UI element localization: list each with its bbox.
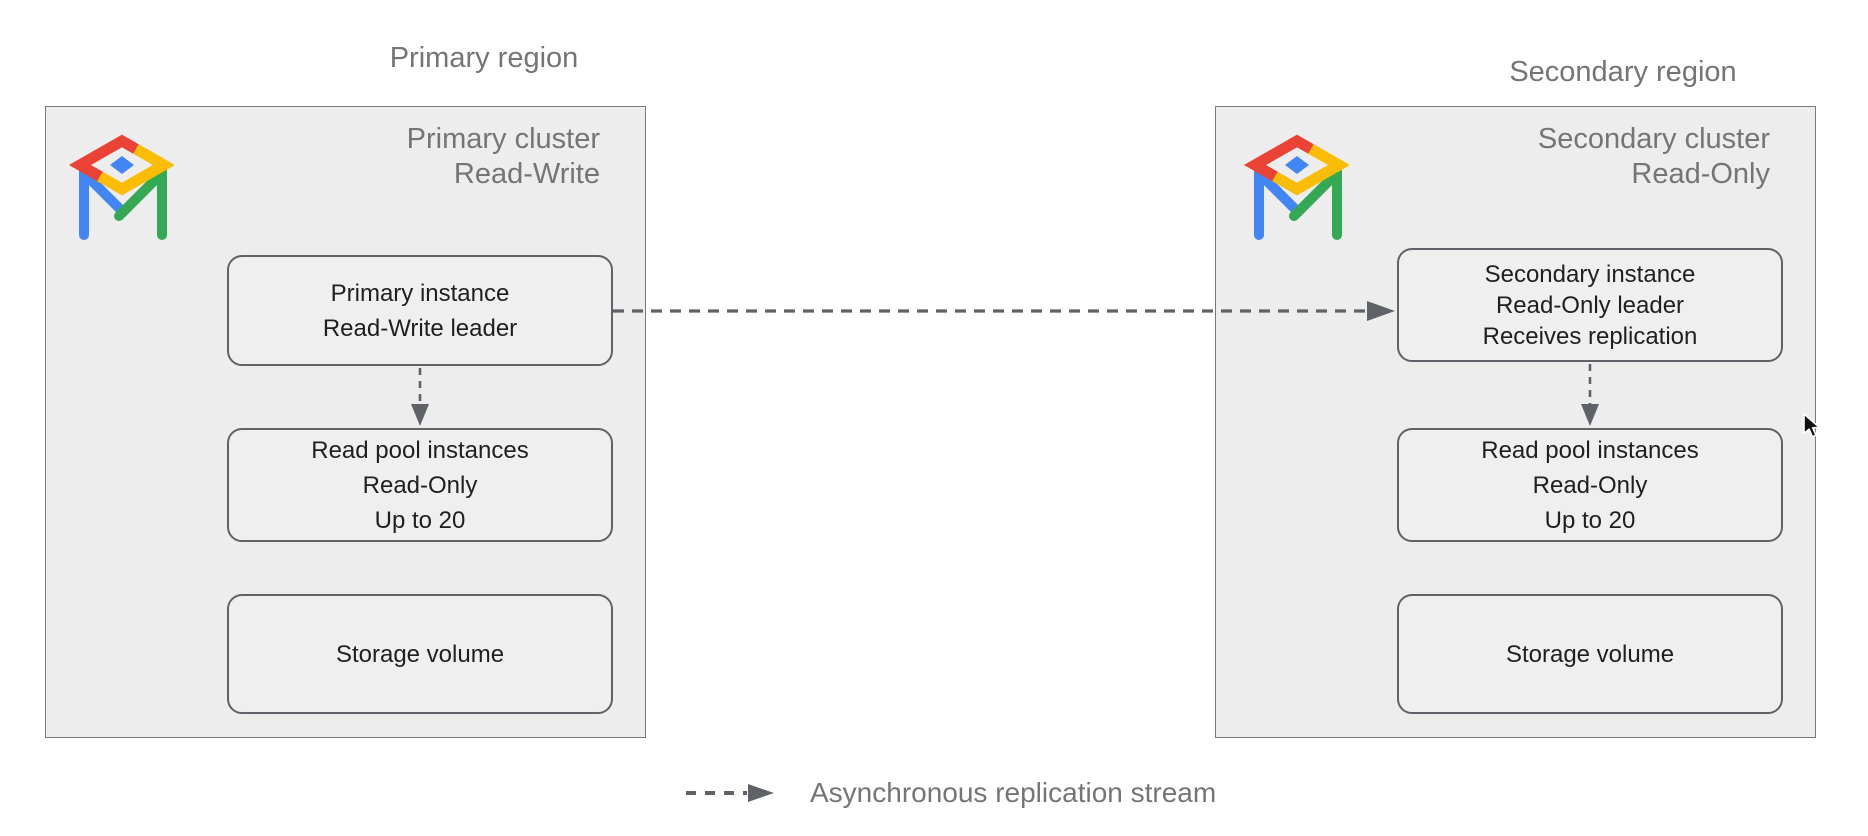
node-line: Storage volume	[335, 640, 505, 668]
node-line: Read-Only	[1532, 471, 1648, 499]
cluster-title-line: Primary cluster	[406, 123, 600, 155]
secondary-internal-arrow	[1581, 364, 1599, 426]
cluster-title-line: Secondary cluster	[1537, 123, 1770, 155]
node-line: Up to 20	[1544, 506, 1636, 534]
primary-cluster-title: Primary cluster Read-Write	[300, 122, 600, 192]
secondary-storage-node: Storage volume	[1397, 594, 1783, 714]
node-line: Storage volume	[1505, 640, 1675, 668]
secondary-cluster-title: Secondary cluster Read-Only	[1470, 122, 1770, 192]
alloydb-icon	[1243, 134, 1349, 240]
mouse-cursor	[1803, 413, 1821, 438]
primary-instance-node: Primary instance Read-Write leader	[227, 255, 613, 366]
node-line: Read-Write leader	[322, 314, 518, 342]
secondary-instance-node: Secondary instance Read-Only leader Rece…	[1397, 248, 1783, 362]
node-line: Receives replication	[1482, 322, 1698, 350]
node-line: Up to 20	[374, 506, 466, 534]
node-line: Read-Only leader	[1495, 291, 1685, 319]
cluster-title-line: Read-Only	[1631, 158, 1770, 190]
node-line: Secondary instance	[1484, 260, 1696, 288]
node-line: Primary instance	[330, 279, 510, 307]
primary-region-label: Primary region	[389, 42, 579, 74]
node-line: Read pool instances	[311, 436, 529, 464]
replication-arrow	[613, 301, 1395, 321]
secondary-read-pool-node: Read pool instances Read-Only Up to 20	[1397, 428, 1783, 542]
legend-dashed-arrow-icon	[686, 784, 774, 802]
primary-storage-node: Storage volume	[227, 594, 613, 714]
primary-internal-arrow	[411, 368, 429, 426]
secondary-region-label: Secondary region	[1509, 56, 1737, 88]
alloydb-icon	[68, 134, 174, 240]
cluster-title-line: Read-Write	[453, 158, 600, 190]
node-line: Read-Only	[362, 471, 478, 499]
node-line: Read pool instances	[1481, 436, 1699, 464]
legend-label: Asynchronous replication stream	[810, 777, 1217, 808]
primary-read-pool-node: Read pool instances Read-Only Up to 20	[227, 428, 613, 542]
